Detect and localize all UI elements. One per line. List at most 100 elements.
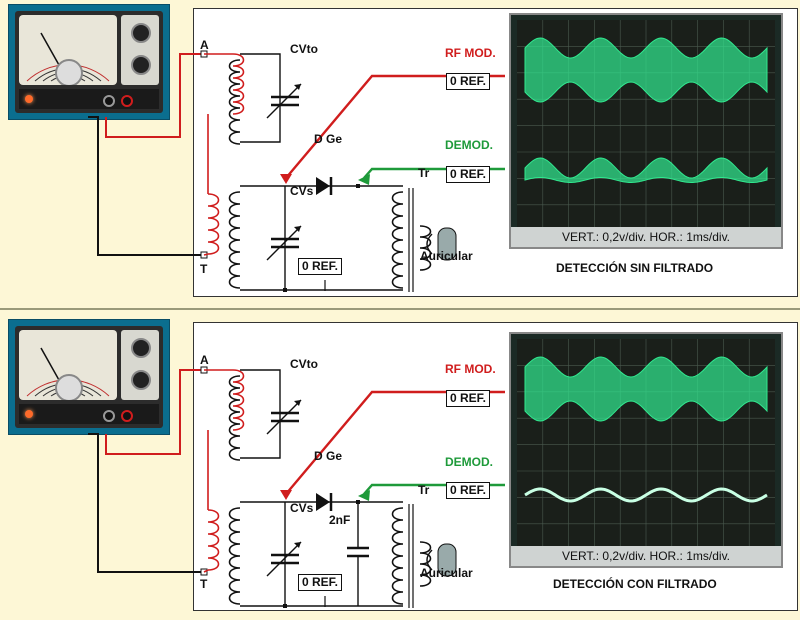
terminal-t-label: T (200, 262, 208, 276)
demod-trace (524, 487, 768, 503)
oscilloscope-icon: VERT.: 0,2v/div. HOR.: 1ms/div. (509, 332, 783, 568)
transformer-icon (391, 507, 404, 605)
demod-probe-arrowhead (358, 490, 370, 501)
diode-icon (316, 493, 330, 511)
demod-label: DEMOD. (445, 138, 493, 152)
transformer-icon (419, 225, 432, 271)
diode-label: D Ge (314, 449, 343, 463)
transformer-label: Tr (418, 166, 430, 180)
scope-traces (517, 339, 775, 550)
terminal-t-label: T (200, 577, 208, 591)
variable-capacitor-icon-arrow (266, 541, 302, 577)
rf-probe-wire (285, 74, 505, 179)
cvto-label: CVto (290, 357, 318, 371)
inductor-icon (232, 53, 245, 115)
ref-box-circuit: 0 REF. (298, 574, 343, 591)
rf-cable (105, 53, 204, 138)
schematic (88, 366, 505, 608)
ref-box-rf: 0 REF. (446, 390, 491, 407)
terminal-a-label: A (200, 38, 209, 52)
variable-capacitor-icon-arrowhead (294, 84, 301, 90)
generator-body (15, 11, 163, 113)
rf-probe-arrowhead (280, 174, 292, 184)
output-jack-icon (121, 410, 133, 422)
ground-cable (88, 433, 204, 573)
ref-box-demod: 0 REF. (446, 166, 491, 183)
inductor-icon (228, 59, 241, 145)
scope-settings: VERT.: 0,2v/div. HOR.: 1ms/div. (511, 546, 781, 566)
variable-capacitor-icon-arrowhead (294, 226, 301, 232)
ground-cable (88, 116, 204, 256)
headphone-icon (437, 227, 457, 261)
rf-trace (524, 37, 768, 103)
oscilloscope-icon: VERT.: 0,2v/div. HOR.: 1ms/div. (509, 13, 783, 249)
scope-traces (517, 20, 775, 231)
transformer-icon (391, 191, 404, 289)
cvs-label: CVs (290, 501, 314, 515)
control-knob-icon (131, 338, 151, 358)
scope-screen (517, 339, 775, 550)
inductor-icon (232, 369, 245, 431)
rf-trace (524, 356, 768, 422)
divider (0, 308, 800, 310)
cvto-label: CVto (290, 42, 318, 56)
ref-box-demod: 0 REF. (446, 482, 491, 499)
panel-unfiltered: VERT.: 0,2v/div. HOR.: 1ms/div. A T CVto… (0, 0, 800, 305)
generator-controls (121, 330, 159, 400)
diode-label: D Ge (314, 132, 343, 146)
power-led-icon (25, 95, 33, 103)
headphone-band (426, 233, 433, 255)
panel-caption: DETECCIÓN CON FILTRADO (553, 577, 717, 591)
coil-lead (203, 253, 209, 256)
generator-body (15, 326, 163, 428)
transformer-label: Tr (418, 483, 430, 497)
control-knob-icon (131, 370, 151, 390)
control-knob-icon (131, 55, 151, 75)
inductor-icon (228, 507, 241, 605)
control-knob-icon (131, 23, 151, 43)
output-jack-icon (121, 95, 133, 107)
scope-settings: VERT.: 0,2v/div. HOR.: 1ms/div. (511, 227, 781, 247)
auricular-label: Auricular (420, 249, 473, 263)
cvs-label: CVs (290, 184, 314, 198)
variable-capacitor-icon-arrowhead (294, 542, 301, 548)
ref-box-circuit: 0 REF. (298, 258, 343, 275)
variable-capacitor-icon-arrow (266, 83, 302, 119)
tuning-knob-icon (55, 374, 83, 400)
variable-capacitor-icon-arrowhead (294, 400, 301, 406)
node (283, 288, 287, 292)
rf-mod-label: RF MOD. (445, 362, 496, 376)
headphone-icon (437, 543, 457, 577)
variable-capacitor-icon-arrow (266, 225, 302, 261)
auricular-label: Auricular (420, 566, 473, 580)
node (283, 604, 287, 608)
rf-mod-label: RF MOD. (445, 46, 496, 60)
demod-label: DEMOD. (445, 455, 493, 469)
power-led-icon (25, 410, 33, 418)
node (356, 184, 360, 188)
inductor-icon (228, 191, 241, 289)
terminal-a-label: A (200, 353, 209, 367)
demod-trace (524, 157, 768, 183)
scope-screen (517, 20, 775, 231)
output-jack-icon (103, 410, 115, 422)
rf-probe-wire (285, 390, 505, 495)
generator-dial (19, 15, 117, 85)
transformer-icon (419, 541, 432, 587)
inductor-icon (228, 375, 241, 461)
generator-dial (19, 330, 117, 400)
diode-icon (316, 177, 330, 195)
rf-probe-arrowhead (280, 490, 292, 500)
panel-caption: DETECCIÓN SIN FILTRADO (556, 261, 714, 275)
generator-controls (121, 15, 159, 85)
inductor-icon (207, 509, 220, 571)
rf-cable (105, 369, 204, 455)
tuning-knob-icon (55, 59, 83, 85)
variable-capacitor-icon-arrow (266, 399, 302, 435)
demod-probe-arrowhead (358, 174, 370, 185)
panel-filtered: VERT.: 0,2v/div. HOR.: 1ms/div. A T CVto… (0, 313, 800, 618)
node (356, 500, 360, 504)
signal-generator-icon (8, 4, 170, 120)
ref-box-rf: 0 REF. (446, 73, 491, 90)
capacitor-label: 2nF (329, 513, 351, 527)
